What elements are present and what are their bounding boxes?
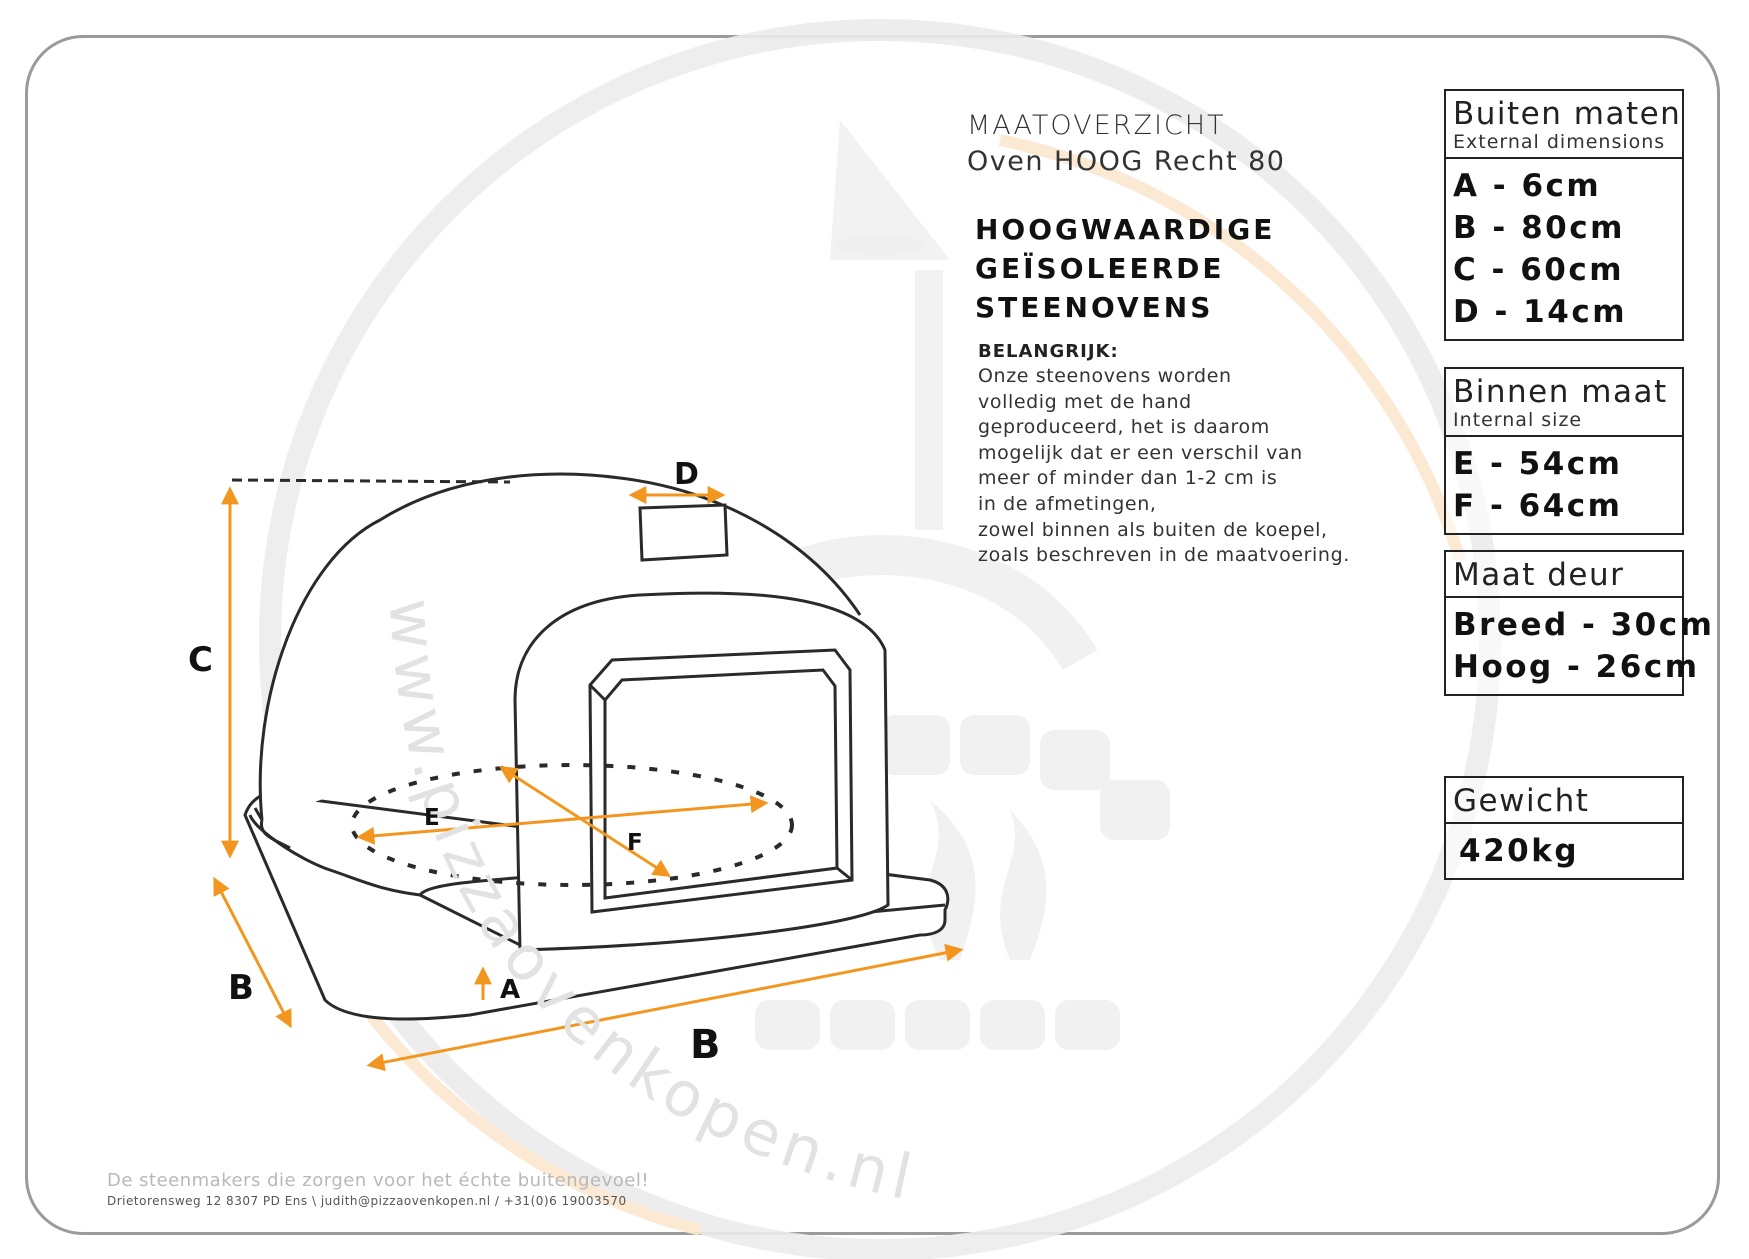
label-f: F: [627, 830, 643, 856]
footer: De steenmakers die zorgen voor het échte…: [107, 1170, 649, 1210]
notice-line: geproduceerd, het is daarom: [978, 416, 1270, 439]
weight-value: 420kg: [1459, 833, 1580, 869]
notice-line: zoals beschreven in de maatvoering.: [978, 544, 1350, 567]
dimension-row: Hoog - 26cm: [1453, 649, 1700, 685]
heading-line: STEENOVENS: [975, 291, 1214, 324]
notice-line: meer of minder dan 1-2 cm is: [978, 467, 1278, 490]
heading-line: HOOGWAARDIGE: [975, 213, 1276, 246]
notice-text: Onze steenovens worden volledig met de h…: [978, 364, 1408, 569]
box-title: Maat deur: [1453, 557, 1625, 593]
box-body: A - 6cm B - 80cm C - 60cm D - 14cm: [1446, 159, 1682, 339]
box-subtitle: Internal size: [1453, 409, 1583, 431]
dimension-row: Breed - 30cm: [1453, 607, 1715, 643]
label-b-side: B: [228, 968, 254, 1008]
heading-line: GEÏSOLEERDE: [975, 252, 1225, 285]
box-header: Buiten maten External dimensions: [1446, 91, 1682, 159]
dimension-arrows: [213, 478, 964, 1072]
label-a: A: [500, 975, 521, 1005]
box-body: 420kg: [1446, 824, 1682, 878]
main-heading: HOOGWAARDIGE GEÏSOLEERDE STEENOVENS: [975, 210, 1275, 327]
box-header: Gewicht: [1446, 778, 1682, 824]
footer-slogan: De steenmakers die zorgen voor het échte…: [107, 1170, 650, 1191]
notice-line: in de afmetingen,: [978, 492, 1157, 515]
dimension-row: F - 64cm: [1453, 488, 1623, 524]
box-body: E - 54cm F - 64cm: [1446, 437, 1682, 533]
notice-line: volledig met de hand: [978, 390, 1192, 413]
notice-block: BELANGRIJK: Onze steenovens worden volle…: [978, 340, 1408, 569]
document-subtitle: Oven HOOG Recht 80: [967, 146, 1286, 177]
weight-box: Gewicht 420kg: [1444, 776, 1684, 880]
box-body: Breed - 30cm Hoog - 26cm: [1446, 598, 1715, 694]
internal-size-box: Binnen maat Internal size E - 54cm F - 6…: [1444, 367, 1684, 535]
document-header: MAATOVERZICHT Oven HOOG Recht 80: [967, 108, 1286, 180]
label-d: D: [674, 457, 699, 492]
notice-line: Onze steenovens worden: [978, 365, 1232, 387]
box-title: Binnen maat: [1453, 374, 1668, 410]
door-size-box: Maat deur Breed - 30cm Hoog - 26cm: [1444, 550, 1715, 696]
external-dimensions-box: Buiten maten External dimensions A - 6cm…: [1444, 89, 1684, 341]
dimension-row: A - 6cm: [1453, 168, 1602, 204]
dimension-row: D - 14cm: [1453, 294, 1628, 330]
label-e: E: [424, 805, 440, 831]
chimney: [638, 503, 729, 562]
dimension-row: C - 60cm: [1453, 252, 1625, 288]
dimension-row: E - 54cm: [1453, 446, 1623, 482]
oven-door: [513, 591, 890, 952]
box-header: Maat deur: [1446, 552, 1682, 598]
label-c: C: [188, 640, 213, 680]
footer-address: Drietorensweg 12 8307 PD Ens \ judith@pi…: [107, 1194, 627, 1208]
floor-ellipse: [350, 763, 794, 887]
box-subtitle: External dimensions: [1453, 131, 1666, 153]
notice-title: BELANGRIJK:: [978, 341, 1119, 362]
box-title: Buiten maten: [1453, 96, 1682, 132]
box-title: Gewicht: [1453, 783, 1590, 819]
label-b-front: B: [690, 1022, 721, 1068]
dimension-row: B - 80cm: [1453, 210, 1625, 246]
document-title: MAATOVERZICHT: [967, 110, 1226, 141]
notice-line: mogelijk dat er een verschil van: [978, 441, 1303, 464]
box-header: Binnen maat Internal size: [1446, 369, 1682, 437]
notice-line: zowel binnen als buiten de koepel,: [978, 518, 1328, 541]
